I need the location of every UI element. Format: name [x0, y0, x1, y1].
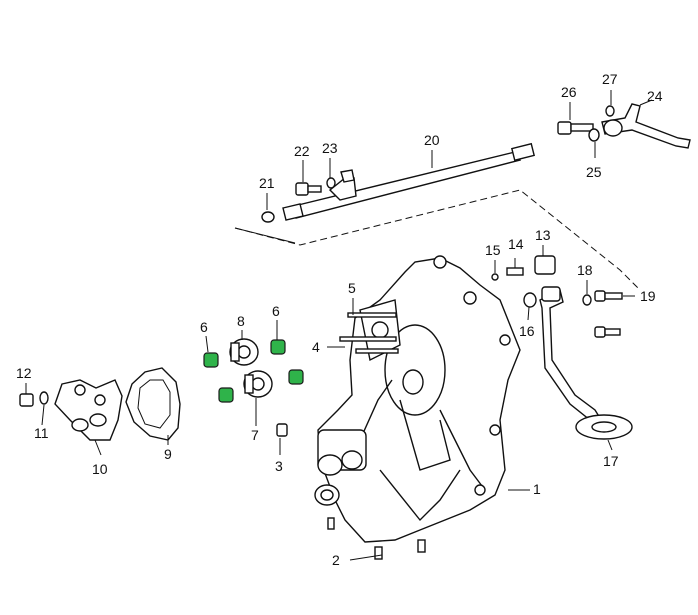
bolt-26-head [557, 121, 572, 135]
callout-25: 25 [586, 164, 602, 180]
gasket-16 [523, 292, 537, 308]
callout-19: 19 [640, 288, 656, 304]
shift-rod [282, 142, 536, 221]
callout-15: 15 [485, 242, 501, 258]
bolt-22 [295, 182, 322, 196]
pump-gears [203, 338, 304, 437]
callout-16: 16 [519, 323, 535, 339]
callout-1: 1 [533, 481, 541, 497]
callout-8: 8 [237, 313, 245, 329]
bolt-19b-head [594, 326, 606, 338]
transmission-housing [314, 255, 521, 543]
guide-line-left [234, 227, 296, 244]
studs-4-5 [339, 312, 399, 354]
studs-2 [327, 517, 426, 560]
washer-25 [588, 128, 600, 142]
callout-22: 22 [294, 143, 310, 159]
callout-12: 12 [16, 365, 32, 381]
green-bushing-4 [288, 369, 304, 385]
callout-23: 23 [322, 140, 338, 156]
ball-15 [491, 273, 499, 281]
plug-13 [534, 255, 556, 275]
gasket-9 [125, 367, 181, 441]
bolt-26-shank [570, 123, 594, 132]
callout-7: 7 [251, 427, 259, 443]
fittings [491, 255, 623, 338]
callout-17: 17 [603, 453, 619, 469]
o-ring-21 [261, 211, 275, 223]
callout-5: 5 [348, 280, 356, 296]
callout-20: 20 [424, 132, 440, 148]
callout-9: 9 [164, 446, 172, 462]
pin-3 [276, 423, 288, 437]
callout-3: 3 [275, 458, 283, 474]
callout-14: 14 [508, 236, 524, 252]
washer-18 [582, 294, 592, 306]
lever-24 [601, 103, 691, 149]
callout-4: 4 [312, 339, 320, 355]
callout-26: 26 [561, 84, 577, 100]
callout-labels: 1 2 3 4 5 6 6 7 8 9 10 11 12 13 14 15 16… [16, 71, 663, 568]
callout-10: 10 [92, 461, 108, 477]
washer-27 [605, 105, 615, 117]
callout-13: 13 [535, 227, 551, 243]
lever-assembly [557, 103, 691, 149]
callout-11: 11 [34, 425, 49, 441]
callout-24: 24 [647, 88, 663, 104]
pump-cover-10 [54, 379, 123, 441]
callout-6-right: 6 [272, 303, 280, 319]
callout-2: 2 [332, 552, 340, 568]
bolt-19-head [594, 290, 606, 302]
spring-14 [506, 267, 524, 276]
callout-6-left: 6 [200, 319, 208, 335]
washer-23 [326, 177, 336, 189]
green-bushing-3 [218, 387, 234, 403]
callout-21: 21 [259, 175, 275, 191]
callout-18: 18 [577, 262, 593, 278]
rod-assembly [234, 142, 641, 291]
green-bushing-2 [270, 339, 286, 355]
callout-27: 27 [602, 71, 618, 87]
nut-12-washer-11 [19, 391, 49, 407]
green-bushing-1 [203, 352, 219, 368]
bolt-19-shank [604, 292, 623, 300]
oil-pickup-17 [539, 286, 633, 440]
leader-lines [25, 90, 653, 561]
